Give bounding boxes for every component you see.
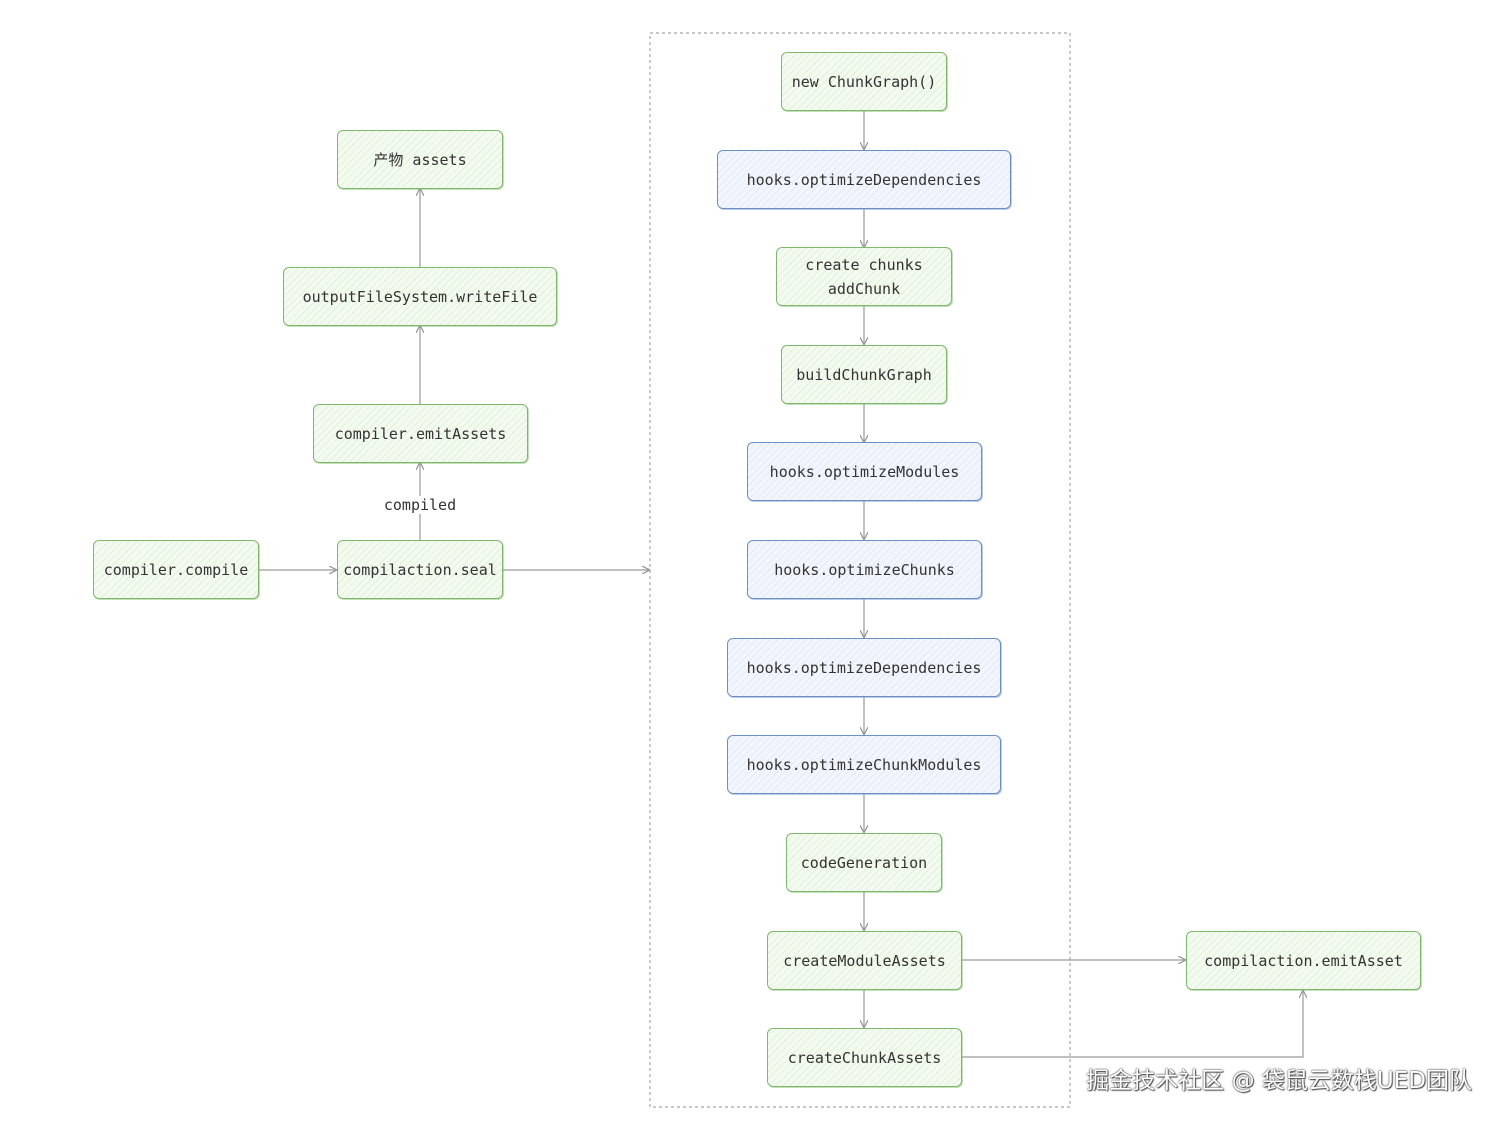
node-label: buildChunkGraph xyxy=(796,365,932,384)
node-hooks-optimize-modules[interactable]: hooks.optimizeModules xyxy=(747,442,982,501)
node-label: 产物 assets xyxy=(373,150,467,169)
node-label: compilaction.emitAsset xyxy=(1204,951,1403,970)
node-compiler-emit-assets[interactable]: compiler.emitAssets xyxy=(313,404,528,463)
node-hooks-optimize-chunk-modules[interactable]: hooks.optimizeChunkModules xyxy=(727,735,1001,794)
node-assets-output[interactable]: 产物 assets xyxy=(337,130,503,189)
watermark: 掘金技术社区 @ 袋鼠云数栈UED团队 xyxy=(1086,1068,1472,1094)
node-label: compiler.emitAssets xyxy=(334,424,507,443)
node-hooks-optimize-dependencies-1[interactable]: hooks.optimizeDependencies xyxy=(717,150,1011,209)
node-create-chunks[interactable]: create chunks addChunk xyxy=(776,247,952,306)
node-label: hooks.optimizeModules xyxy=(769,462,960,481)
node-label: hooks.optimizeChunkModules xyxy=(746,755,982,774)
node-label-line1: create chunks xyxy=(805,255,923,274)
node-build-chunk-graph[interactable]: buildChunkGraph xyxy=(781,345,947,404)
node-label: createModuleAssets xyxy=(783,951,946,970)
edge-chunk-assets-to-emit-asset xyxy=(962,991,1303,1058)
node-label: hooks.optimizeDependencies xyxy=(746,658,982,677)
node-new-chunk-graph[interactable]: new ChunkGraph() xyxy=(781,52,947,111)
node-label: outputFileSystem.writeFile xyxy=(302,287,538,306)
node-label: codeGeneration xyxy=(800,853,928,872)
node-label: hooks.optimizeChunks xyxy=(774,560,955,579)
node-label: hooks.optimizeDependencies xyxy=(746,170,982,189)
node-output-write-file[interactable]: outputFileSystem.writeFile xyxy=(283,267,557,326)
node-create-chunk-assets[interactable]: createChunkAssets xyxy=(767,1028,962,1087)
node-code-generation[interactable]: codeGeneration xyxy=(786,833,942,892)
node-hooks-optimize-chunks[interactable]: hooks.optimizeChunks xyxy=(747,540,982,599)
node-label-line2: addChunk xyxy=(827,279,901,298)
node-create-module-assets[interactable]: createModuleAssets xyxy=(767,931,962,990)
node-label: createChunkAssets xyxy=(787,1048,942,1067)
node-compilation-emit-asset[interactable]: compilaction.emitAsset xyxy=(1186,931,1421,990)
edge-label-compiled: compiled xyxy=(381,496,459,514)
node-label: compiler.compile xyxy=(103,560,249,579)
node-label-group: create chunks addChunk xyxy=(805,253,922,301)
node-hooks-optimize-dependencies-2[interactable]: hooks.optimizeDependencies xyxy=(727,638,1001,697)
node-label: new ChunkGraph() xyxy=(791,72,937,91)
node-compilation-seal[interactable]: compilaction.seal xyxy=(337,540,503,599)
node-label: compilaction.seal xyxy=(343,560,497,579)
node-compiler-compile[interactable]: compiler.compile xyxy=(93,540,259,599)
seal-phase-group xyxy=(649,32,1071,1108)
